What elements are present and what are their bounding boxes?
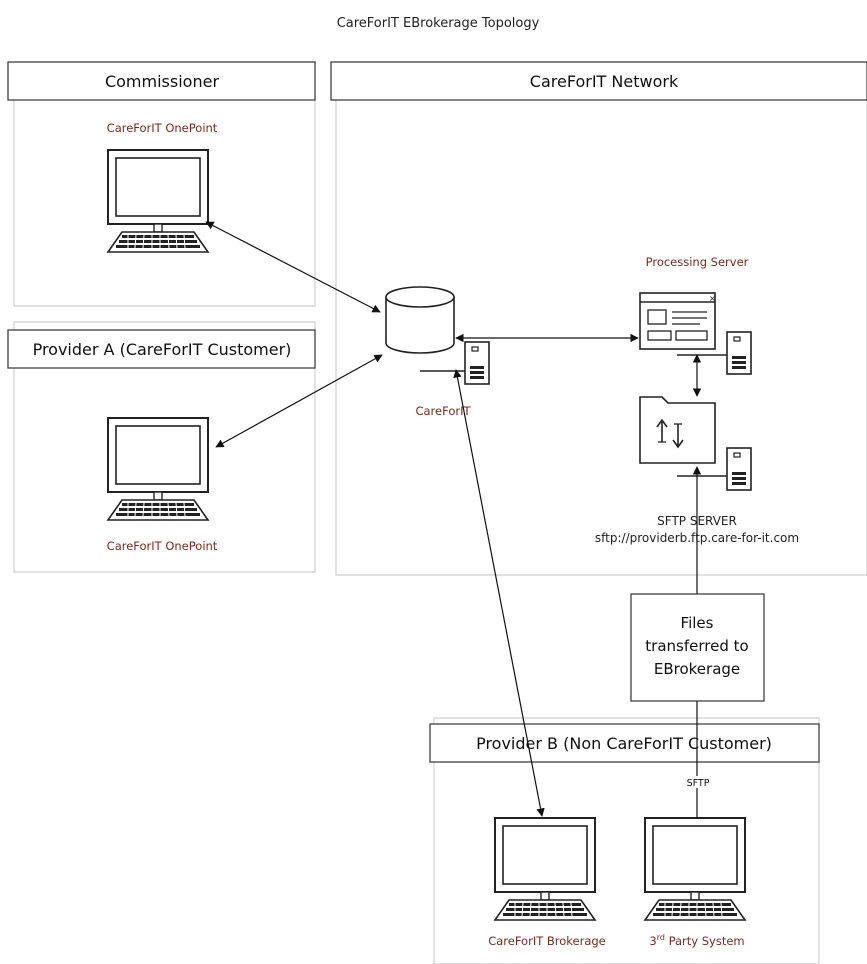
provider-b-header-label: Provider B (Non CareForIT Customer) xyxy=(476,734,772,753)
commissioner-header xyxy=(7,61,316,101)
provider-a-pc-label: CareForIT OnePoint xyxy=(107,539,218,553)
commissioner-computer-icon xyxy=(107,149,209,253)
provider-b-zone xyxy=(433,717,820,964)
files-transfer-box xyxy=(630,593,765,702)
commissioner-header-label: Commissioner xyxy=(105,72,219,91)
sftp-link-label-bg xyxy=(684,776,712,788)
commissioner-pc-label: CareForIT OnePoint xyxy=(107,121,218,135)
link-commissioner-db xyxy=(205,221,381,313)
network-header xyxy=(330,61,867,101)
svg-text:×: × xyxy=(709,294,716,303)
link-db-brokerage xyxy=(453,369,545,817)
sftp-server-tower-icon xyxy=(726,447,752,491)
processing-server-label: Processing Server xyxy=(646,255,749,269)
brokerage-computer-icon xyxy=(494,817,596,921)
network-header-label: CareForIT Network xyxy=(530,72,679,91)
processing-server-tower-icon xyxy=(726,331,752,375)
third-party-computer-icon xyxy=(644,817,746,921)
sftp-link-label: SFTP xyxy=(687,778,710,789)
database-icon xyxy=(385,286,455,354)
application-window-icon: × xyxy=(639,292,716,350)
third-party-label: 3rd Party System xyxy=(649,933,744,948)
files-box-line-2: transferred to xyxy=(645,637,748,655)
file-transfer-folder-icon xyxy=(639,396,716,464)
provider-a-computer-icon xyxy=(107,417,209,521)
careforit-server-icon xyxy=(464,341,490,385)
files-box-line-1: Files xyxy=(681,614,714,632)
link-provider-a-db xyxy=(215,354,383,448)
diagram-title: CareForIT EBrokerage Topology xyxy=(337,16,540,31)
provider-a-header-label: Provider A (CareForIT Customer) xyxy=(33,340,292,359)
brokerage-pc-label: CareForIT Brokerage xyxy=(488,934,606,948)
files-box-line-3: EBrokerage xyxy=(654,660,740,678)
